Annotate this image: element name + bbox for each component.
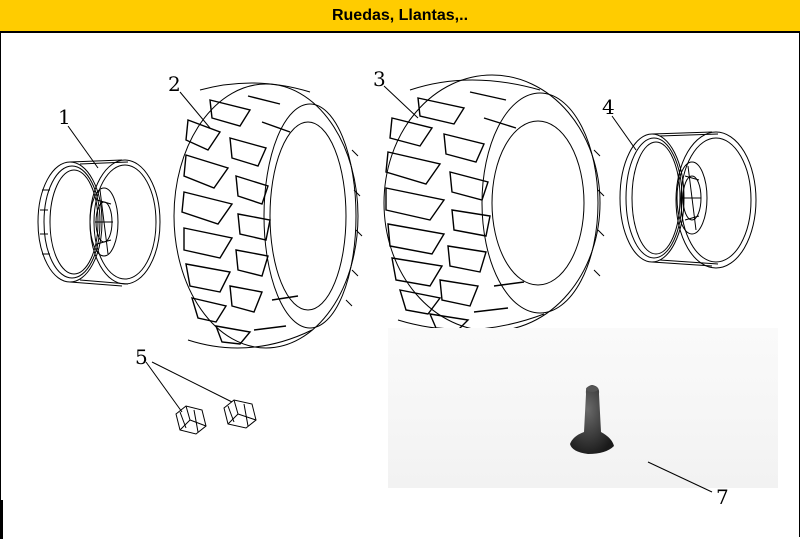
- rim-left: [37, 159, 161, 287]
- rim-right: [619, 131, 757, 269]
- page-title: Ruedas, Llantas,..: [331, 6, 469, 24]
- lug-nuts: [175, 399, 257, 435]
- title-bar: Ruedas, Llantas,..: [0, 0, 800, 33]
- tire-right: [383, 74, 605, 332]
- frame-edge-marker: [0, 500, 3, 539]
- callout-1: 1: [58, 105, 71, 129]
- callout-2: 2: [168, 72, 181, 96]
- valve-stem: [570, 385, 614, 454]
- tire-left: [173, 82, 363, 349]
- callout-7: 7: [716, 485, 729, 509]
- callout-3: 3: [373, 67, 386, 91]
- valve-stem-photo: [388, 328, 778, 488]
- leader-lines: [67, 85, 713, 493]
- callout-4: 4: [602, 95, 615, 119]
- callout-5: 5: [135, 345, 148, 369]
